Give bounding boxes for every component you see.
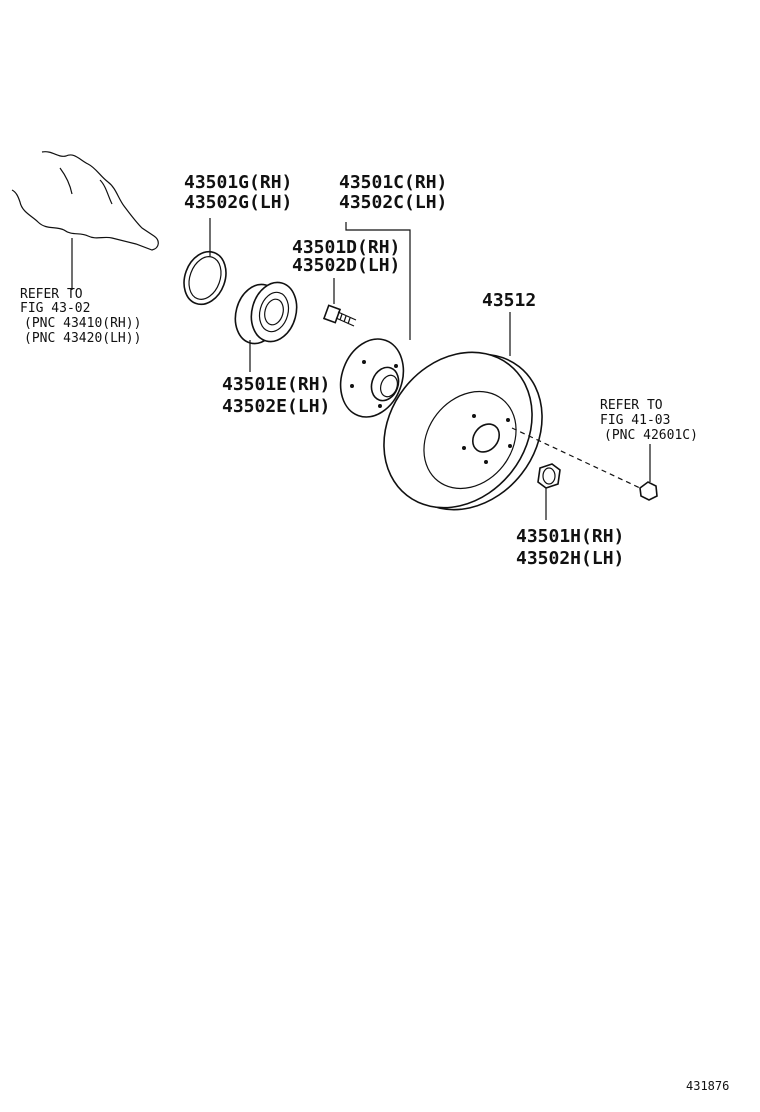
- hub-nut-drawing: [537, 463, 561, 520]
- bearing-label-rh: 43501E(RH): [222, 374, 330, 395]
- drive-shaft-ref-line-2: FIG 43-02: [20, 301, 90, 316]
- hub-label-rh: 43501C(RH): [339, 172, 447, 193]
- wheel-nut-ref-line-3: (PNC 42601C): [604, 428, 698, 443]
- drive-shaft-ref-line-3: (PNC 43410(RH)): [24, 316, 141, 331]
- bearing-drawing: [234, 281, 298, 372]
- hub-label-lh: 43502C(LH): [339, 192, 447, 213]
- snap-ring-label-rh: 43501G(RH): [184, 172, 292, 193]
- wheel-nut-drawing: [639, 444, 658, 501]
- bearing-label-lh: 43502E(LH): [222, 396, 330, 417]
- hub-bolt-drawing: [322, 278, 357, 327]
- drive-shaft-drawing: [11, 151, 159, 290]
- snap-ring-label-lh: 43502G(LH): [184, 192, 292, 213]
- axle-hub-drawing: [339, 222, 411, 418]
- snap-ring-drawing: [183, 218, 227, 306]
- hub-nut-label-rh: 43501H(RH): [516, 526, 624, 547]
- drive-shaft-ref-line-1: REFER TO: [20, 287, 83, 302]
- brake-disc-drawing: [383, 312, 543, 511]
- drive-shaft-ref-line-4: (PNC 43420(LH)): [24, 331, 141, 346]
- wheel-nut-ref-line-1: REFER TO: [600, 398, 663, 413]
- wheel-nut-alignment-line: [511, 427, 641, 489]
- hub-nut-label-lh: 43502H(LH): [516, 548, 624, 569]
- disc-label: 43512: [482, 290, 536, 311]
- wheel-nut-ref-line-2: FIG 41-03: [600, 413, 670, 428]
- figure-id: 431876: [686, 1079, 729, 1093]
- hub-bolt-label-lh: 43502D(LH): [292, 255, 400, 276]
- hub-bolt-label-rh: 43501D(RH): [292, 237, 400, 258]
